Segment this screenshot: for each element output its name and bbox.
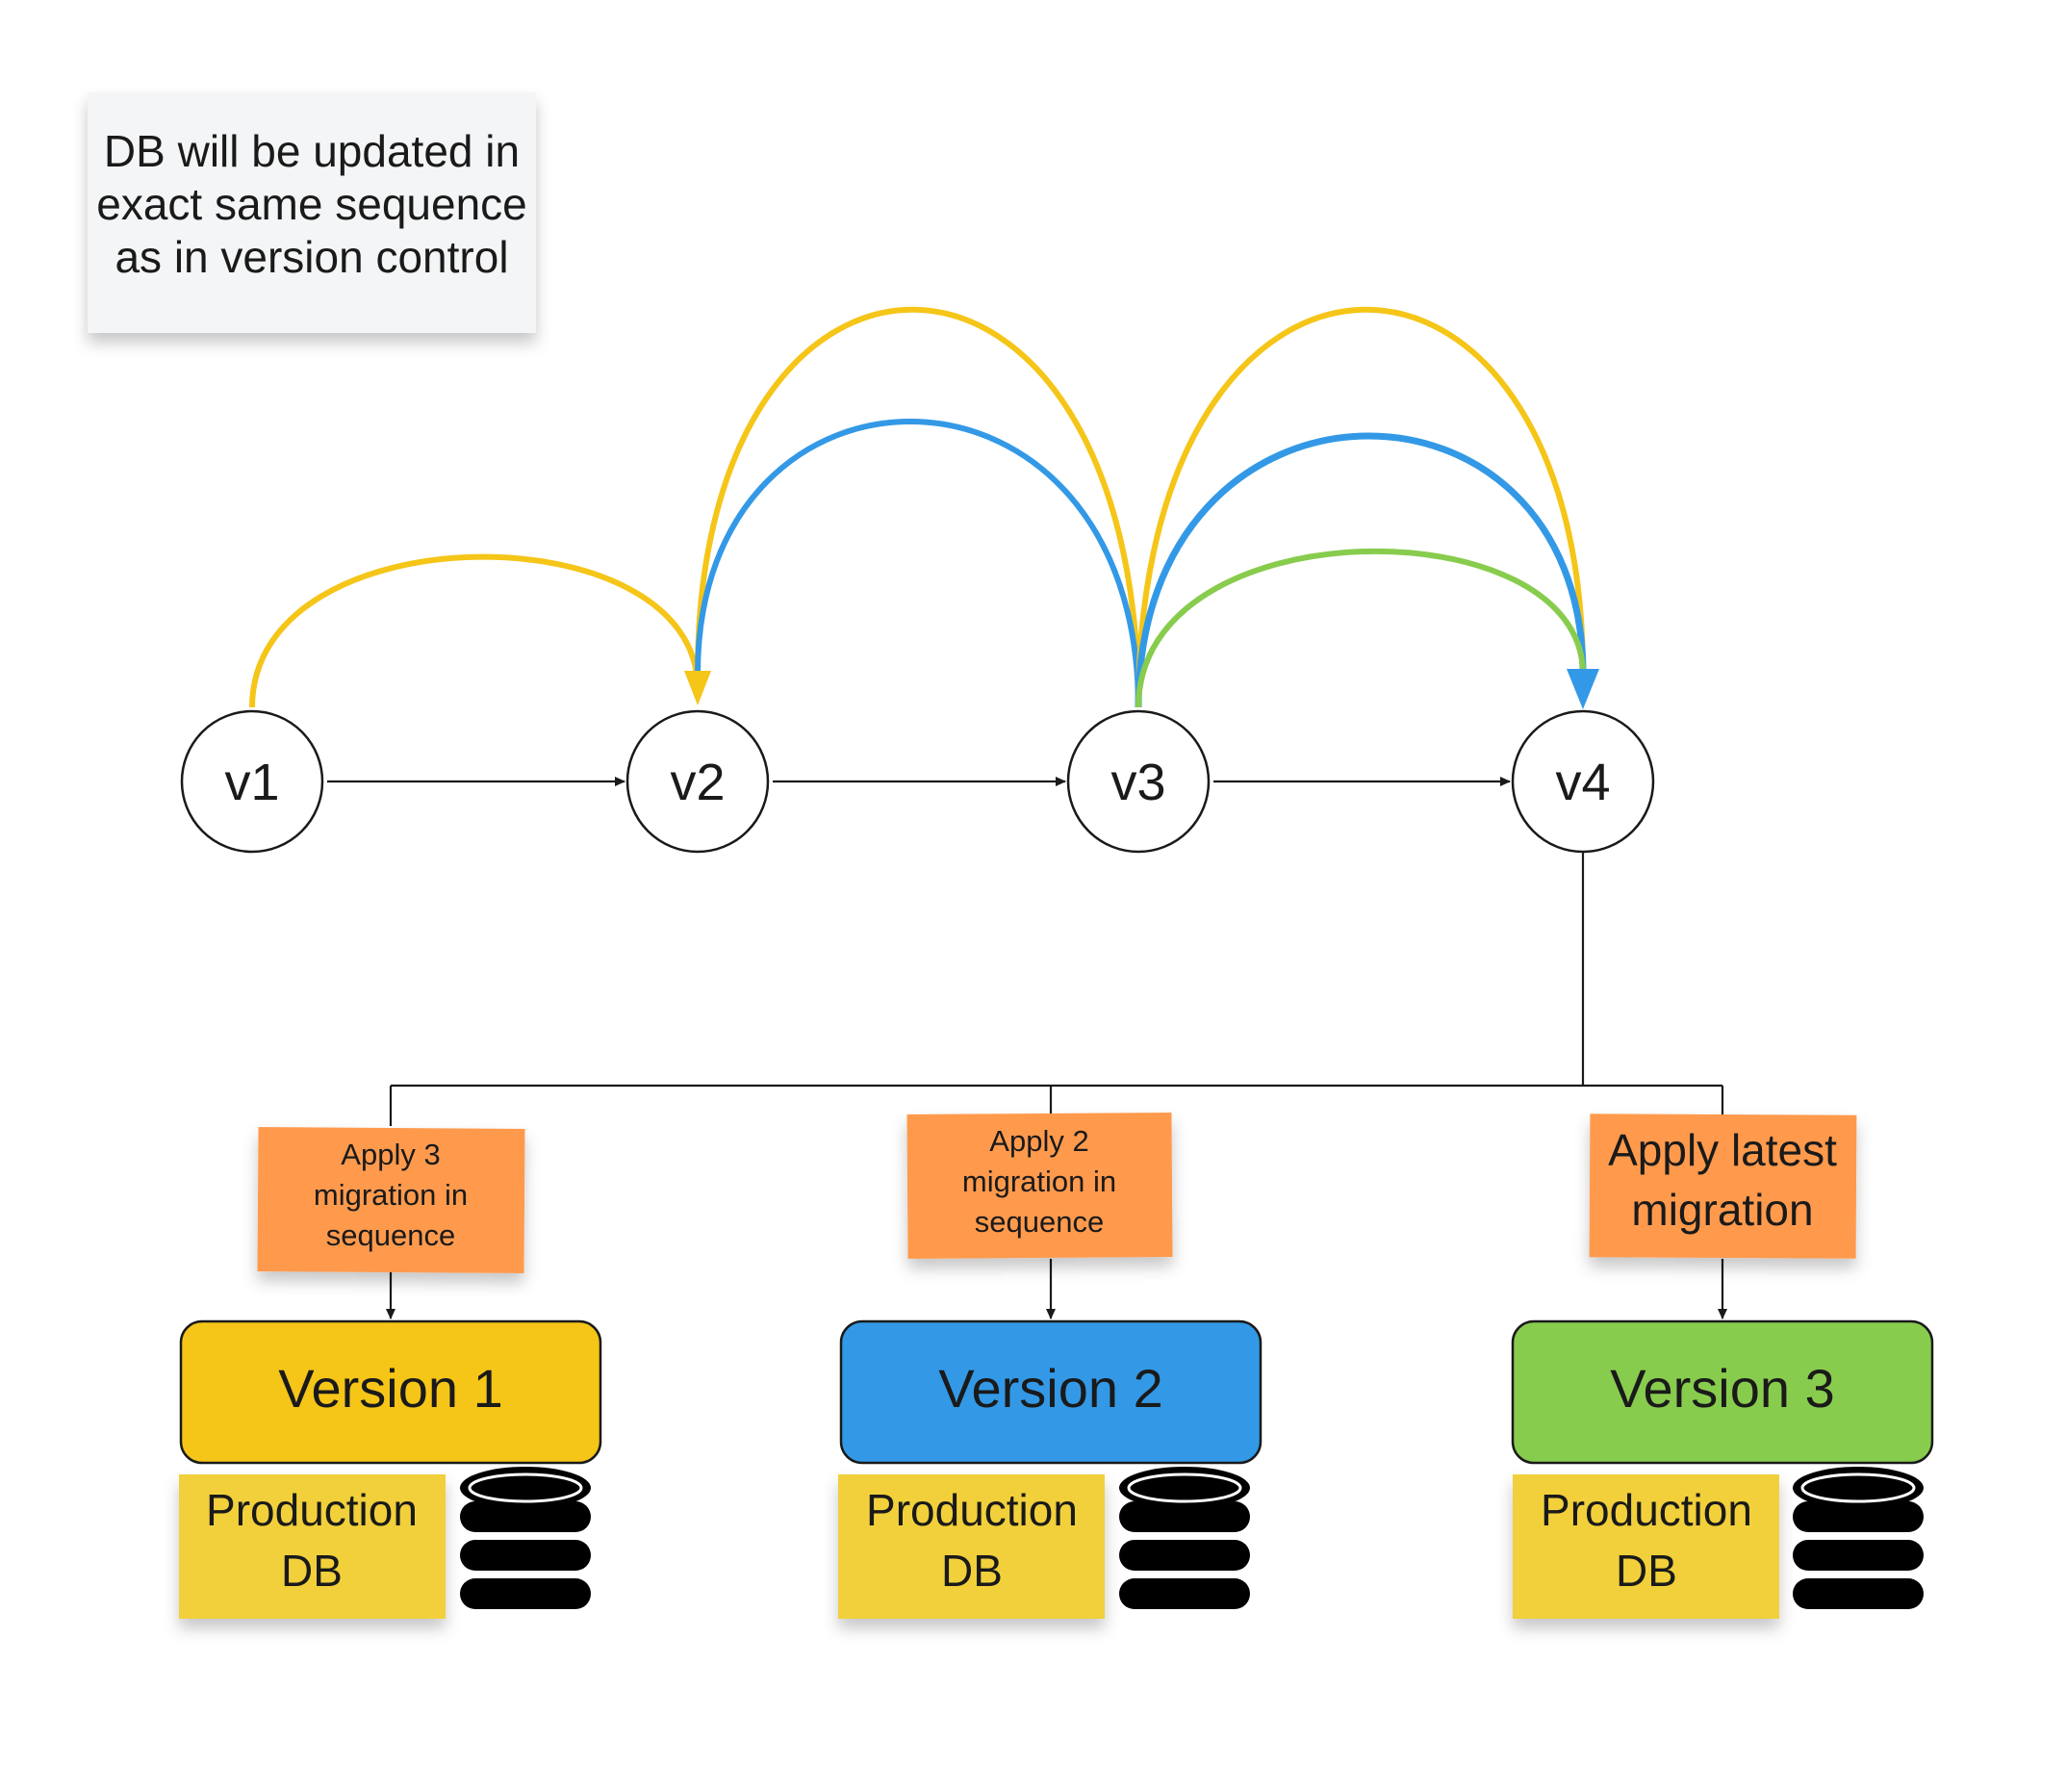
note-line-1: DB will be updated in [104,126,520,176]
node-v2: v2 [625,709,770,854]
arc-v2-v3-yellow [695,306,1141,708]
migration-1-line-2: migration in [314,1178,468,1212]
db-2-line-1: Production [866,1485,1078,1535]
arc-v3-v4-blue [1135,432,1587,708]
migration-3-line-1: Apply latest [1608,1125,1837,1175]
version-1-label: Version 1 [278,1358,503,1419]
note-line-3: as in version control [115,232,508,282]
node-v4: v4 [1511,709,1655,854]
migration-1-line-1: Apply 3 [341,1138,440,1171]
migration-3-line-2: migration [1631,1185,1813,1235]
migration-sticky-2: Apply 2 migration in sequence [906,1113,1173,1259]
arrowhead-v4 [1567,669,1599,709]
production-db-sticky-1: Production DB [179,1474,446,1619]
database-icon [1793,1467,1924,1609]
migration-sticky-3: Apply latest migration [1589,1114,1857,1259]
migration-1-line-3: sequence [326,1218,455,1252]
migration-2-line-1: Apply 2 [989,1124,1088,1158]
arc-v3-v4-yellow [1135,306,1586,708]
migration-2-line-3: sequence [975,1205,1104,1239]
database-icon [460,1467,591,1609]
production-db-sticky-2: Production DB [838,1474,1105,1619]
node-v2-label: v2 [670,754,725,811]
db-3-line-1: Production [1541,1485,1752,1535]
node-v1-label: v1 [224,754,279,811]
db-1-line-2: DB [281,1546,343,1596]
node-v1: v1 [180,709,324,854]
arrowhead-v2 [684,671,711,705]
branch-connector [386,852,1727,1319]
db-2-line-2: DB [941,1546,1003,1596]
version-box-3: Version 3 [1511,1319,1934,1465]
version-3-label: Version 3 [1610,1358,1835,1419]
node-v4-label: v4 [1555,754,1610,811]
arc-v3-v4-green [1135,548,1586,708]
db-3-line-2: DB [1616,1546,1677,1596]
version-2-label: Version 2 [938,1358,1163,1419]
production-db-sticky-3: Production DB [1513,1474,1779,1619]
node-v3-label: v3 [1110,754,1165,811]
arc-v1-v2-yellow [249,553,701,708]
migration-sticky-1: Apply 3 migration in sequence [257,1127,525,1273]
arcs [249,306,1599,709]
migration-2-line-2: migration in [962,1165,1116,1198]
version-box-2: Version 2 [839,1319,1263,1465]
note-line-2: exact same sequence [96,179,527,229]
version-box-1: Version 1 [179,1319,602,1465]
arc-v2-v3-blue [695,418,1141,708]
note-sticky: DB will be updated in exact same sequenc… [88,92,536,333]
node-v3: v3 [1066,709,1211,854]
database-icon [1119,1467,1250,1609]
db-1-line-1: Production [206,1485,418,1535]
